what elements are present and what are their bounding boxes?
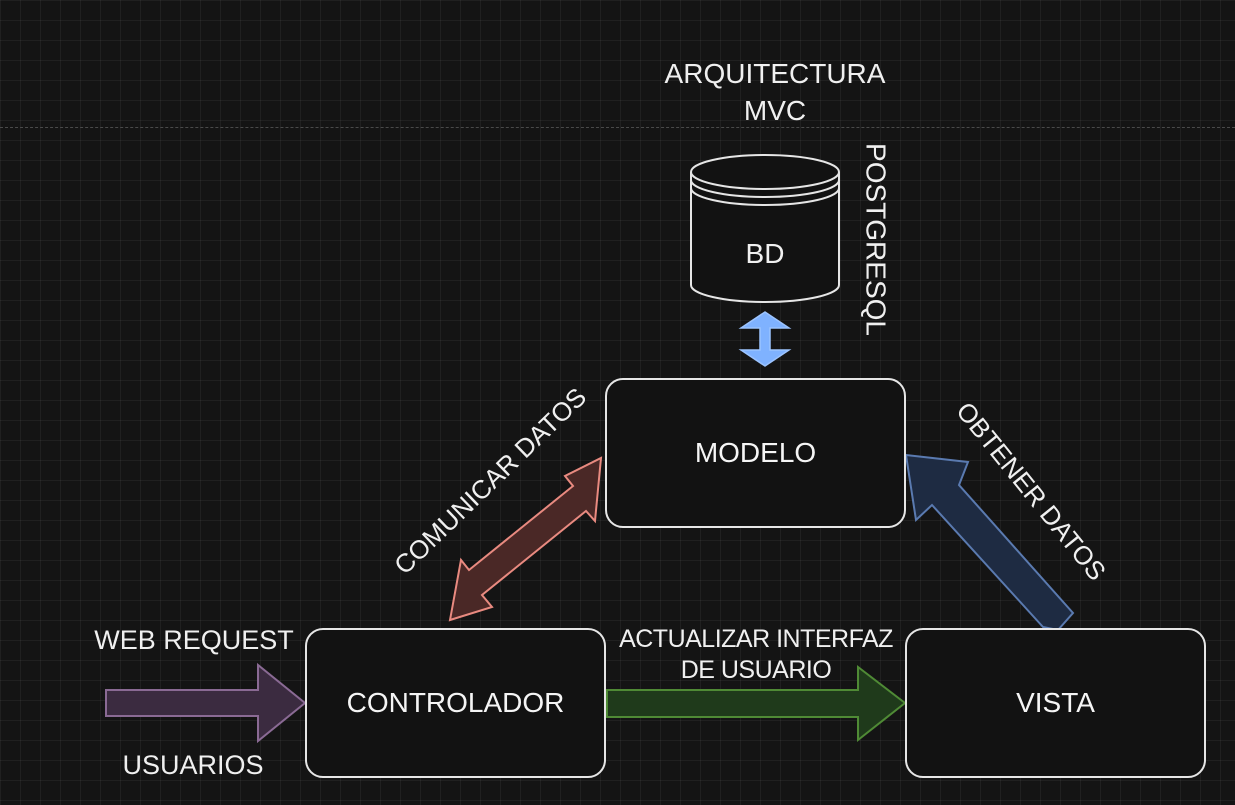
diagram-title-line2: MVC bbox=[743, 95, 807, 126]
db-model-arrow bbox=[738, 311, 792, 367]
diagram-title-line1: ARQUITECTURA bbox=[664, 58, 886, 89]
modelo-label: MODELO bbox=[694, 437, 817, 468]
controlador-box[interactable]: CONTROLADOR bbox=[305, 628, 606, 778]
web-request-arrow bbox=[105, 662, 307, 744]
actualizar-interfaz-line2: DE USUARIO bbox=[680, 656, 832, 684]
page-break-line bbox=[0, 127, 1235, 128]
database-engine-label: POSTGRESQL bbox=[860, 143, 892, 336]
actualizar-interfaz-label: ACTUALIZAR INTERFAZ DE USUARIO bbox=[606, 624, 906, 686]
vista-label: VISTA bbox=[1016, 687, 1095, 718]
web-request-label: WEB REQUEST bbox=[94, 625, 294, 655]
actualizar-interfaz-arrow bbox=[606, 664, 907, 743]
database-label: BD bbox=[745, 238, 785, 269]
controlador-label: CONTROLADOR bbox=[346, 687, 565, 718]
vista-box[interactable]: VISTA bbox=[905, 628, 1206, 778]
usuarios-label: USUARIOS bbox=[122, 750, 264, 780]
actualizar-interfaz-line1: ACTUALIZAR INTERFAZ bbox=[619, 625, 893, 653]
obtener-datos-arrow bbox=[904, 453, 1075, 632]
comunicar-datos-arrow bbox=[448, 456, 603, 622]
diagram-title: ARQUITECTURA MVC bbox=[645, 55, 905, 129]
modelo-box[interactable]: MODELO bbox=[605, 378, 906, 528]
database-cylinder-icon[interactable] bbox=[690, 154, 840, 303]
